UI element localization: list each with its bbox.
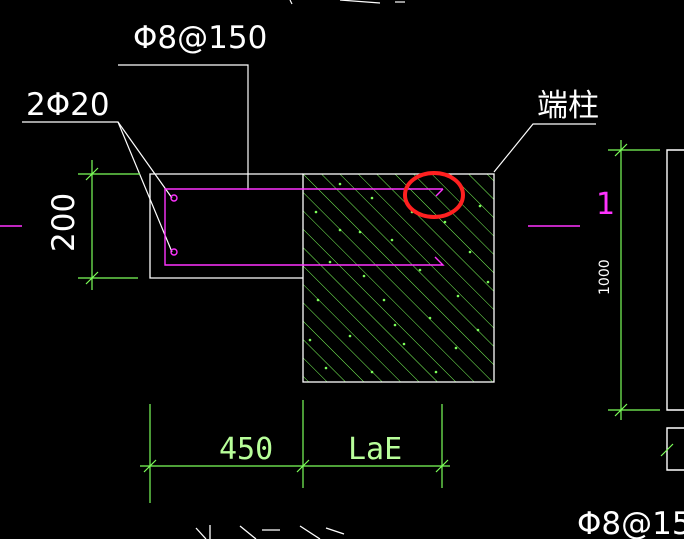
stirrup-spec-bottom-label: Φ8@150 <box>577 506 684 539</box>
dimension-right <box>608 140 674 457</box>
aggregate-dots <box>308 182 490 374</box>
top-cropped-title <box>289 0 405 5</box>
dimension-bottom <box>140 400 450 503</box>
leader-lines <box>22 64 596 253</box>
rebar <box>164 188 445 266</box>
end-column-label: 端柱 <box>537 88 599 124</box>
bottom-cropped-caption <box>195 525 345 539</box>
stirrup-spec-top-label: Φ8@150 <box>133 20 267 56</box>
dimension-height-label: 200 <box>46 193 82 252</box>
longitudinal-bar-bottom <box>170 248 178 256</box>
right-detail-outline <box>666 149 684 471</box>
section-mark-label: 1 <box>596 187 615 222</box>
dimension-anchor-label: LaE <box>348 432 402 467</box>
longitudinal-bar-top <box>170 194 178 202</box>
dimension-width-label: 450 <box>219 432 273 467</box>
stirrup <box>164 188 445 266</box>
dimension-right-label: 1000 <box>597 259 613 295</box>
stirrup-leader <box>118 64 249 190</box>
highlight-circle <box>403 171 465 219</box>
bar-spec-label: 2Φ20 <box>26 87 110 123</box>
bar-leader-b <box>117 121 173 253</box>
column-leader <box>493 123 596 173</box>
dimension-height <box>78 160 140 290</box>
wall-section-outline <box>149 173 303 279</box>
stirrup-hook <box>435 188 444 197</box>
end-column-section <box>302 173 495 383</box>
